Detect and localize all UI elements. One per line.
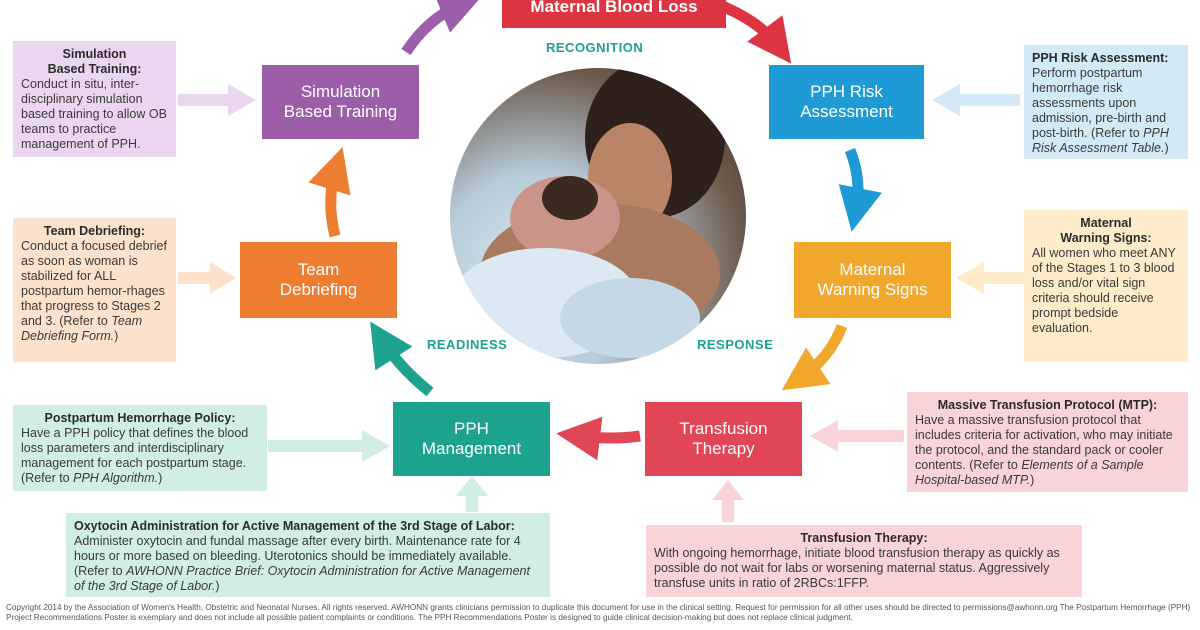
panel-title-line-2: Warning Signs: — [1060, 231, 1152, 245]
step-label-line-2: Warning Signs — [817, 280, 928, 299]
panel-title: Oxytocin Administration for Active Manag… — [74, 519, 515, 533]
panel-title-line-2: Based Training: — [47, 62, 142, 76]
arrow-warning-to-transfusion — [781, 323, 848, 391]
panel-body: Conduct in situ, inter-disciplinary simu… — [21, 77, 167, 151]
step-team-debriefing[interactable]: Team Debriefing — [240, 242, 397, 318]
panel-title-line-1: Maternal — [1080, 216, 1132, 230]
step-maternal-warning-signs[interactable]: Maternal Warning Signs — [794, 242, 951, 318]
step-label-line-2: Based Training — [283, 102, 398, 121]
arrow-panel-warning — [956, 262, 1024, 294]
panel-body-tail: ) — [158, 471, 163, 485]
step-label-line-1: Maternal — [839, 260, 906, 279]
panel-body-group: Administer oxytocin and fundal massage a… — [74, 534, 542, 594]
step-label-line-1: Transfusion — [679, 419, 768, 438]
panel-body: Perform postpartum hemorrhage risk asses… — [1032, 66, 1167, 140]
panel-simulation-training: Simulation Based Training: Conduct in si… — [13, 41, 176, 157]
step-label-line-2: Assessment — [800, 102, 893, 121]
step-simulation-based-training[interactable]: Simulation Based Training — [262, 65, 419, 139]
step-pph-risk-assessment[interactable]: PPH Risk Assessment — [769, 65, 924, 139]
arrow-risk-to-warning — [838, 147, 882, 232]
panel-body-group: Perform postpartum hemorrhage risk asses… — [1032, 66, 1180, 156]
panel-body: With ongoing hemorrhage, initiate blood … — [654, 546, 1060, 590]
panel-massive-transfusion-protocol: Massive Transfusion Protocol (MTP): Have… — [907, 392, 1188, 492]
panel-title: PPH Risk Assessment: — [1032, 51, 1169, 65]
arrow-bloodloss-to-risk — [719, 0, 792, 64]
panel-body-reference: PPH Algorithm. — [73, 471, 159, 485]
panel-title: Postpartum Hemorrhage Policy: — [44, 411, 236, 425]
arrow-simulation-to-bloodloss — [401, 0, 483, 56]
arrow-panel-policy — [268, 430, 390, 462]
panel-body: Administer oxytocin and fundal massage a… — [74, 534, 521, 578]
panel-body: Conduct a focused debrief as soon as wom… — [21, 239, 167, 328]
panel-body-tail: ) — [1164, 141, 1169, 155]
panel-body-reference: PPH Risk Assessment Table. — [1032, 126, 1169, 155]
step-label-line-1: PPH Risk — [810, 82, 883, 101]
step-label-line-2: Therapy — [692, 439, 755, 458]
arrow-panel-transfusion — [712, 480, 744, 522]
panel-title: Team Debriefing: — [43, 224, 146, 238]
phase-recognition: RECOGNITION — [546, 40, 644, 55]
arrow-transfusion-to-management — [556, 416, 641, 461]
panel-body-tail: ) — [114, 329, 119, 343]
phase-response: RESPONSE — [697, 337, 774, 352]
mother-newborn-photo — [450, 68, 746, 364]
panel-body-group: Have a massive transfusion protocol that… — [915, 413, 1180, 488]
step-maternal-blood-loss[interactable]: Maternal Blood Loss — [502, 0, 726, 28]
panel-title: Massive Transfusion Protocol (MTP): — [937, 398, 1158, 412]
panel-body-tail: ) — [215, 579, 220, 593]
panel-pph-policy: Postpartum Hemorrhage Policy: Have a PPH… — [13, 405, 267, 491]
arrow-panel-debriefing — [178, 262, 236, 294]
panel-oxytocin-administration: Oxytocin Administration for Active Manag… — [66, 513, 550, 597]
step-label-line-1: Team — [297, 260, 340, 279]
panel-body: Have a PPH policy that defines the blood… — [21, 426, 249, 485]
arrow-panel-simulation — [178, 84, 256, 116]
panel-pph-risk-assessment: PPH Risk Assessment: Perform postpartum … — [1024, 45, 1188, 159]
arrow-panel-risk — [932, 84, 1020, 116]
arrow-management-to-debriefing — [370, 321, 434, 397]
panel-title: Transfusion Therapy: — [800, 531, 928, 545]
photo-illustration — [450, 68, 725, 358]
arrow-debriefing-to-simulation — [308, 146, 351, 238]
step-label-line-1: Simulation — [300, 82, 381, 101]
panel-body: Have a massive transfusion protocol that… — [915, 413, 1173, 472]
step-label-line-2: Management — [421, 439, 522, 458]
arrow-panel-mtp — [810, 420, 904, 452]
step-pph-management[interactable]: PPH Management — [393, 402, 550, 476]
panel-body: All women who meet ANY of the Stages 1 t… — [1032, 246, 1176, 335]
step-label-line-2: Debriefing — [279, 280, 358, 299]
arrow-panel-oxytocin — [456, 476, 488, 512]
panel-body-reference: Elements of a Sample Hospital-based MTP. — [915, 458, 1144, 487]
panel-team-debriefing: Team Debriefing: Conduct a focused debri… — [13, 218, 176, 362]
copyright-footer: Copyright 2014 by the Association of Wom… — [6, 603, 1191, 622]
panel-body-tail: ) — [1030, 473, 1035, 487]
panel-title-line-1: Simulation — [62, 47, 127, 61]
panel-body-group: Have a PPH policy that defines the blood… — [21, 426, 259, 486]
step-label-line-1: PPH — [454, 419, 489, 438]
panel-maternal-warning-signs: Maternal Warning Signs: All women who me… — [1024, 210, 1188, 362]
panel-body-reference: Team Debriefing Form. — [21, 314, 143, 343]
step-label: Maternal Blood Loss — [530, 0, 698, 16]
panel-transfusion-therapy: Transfusion Therapy: With ongoing hemorr… — [646, 525, 1082, 597]
step-transfusion-therapy[interactable]: Transfusion Therapy — [645, 402, 802, 476]
phase-readiness: READINESS — [427, 337, 508, 352]
panel-body-reference: AWHONN Practice Brief: Oxytocin Administ… — [74, 564, 530, 593]
panel-body-group: Conduct a focused debrief as soon as wom… — [21, 239, 168, 344]
